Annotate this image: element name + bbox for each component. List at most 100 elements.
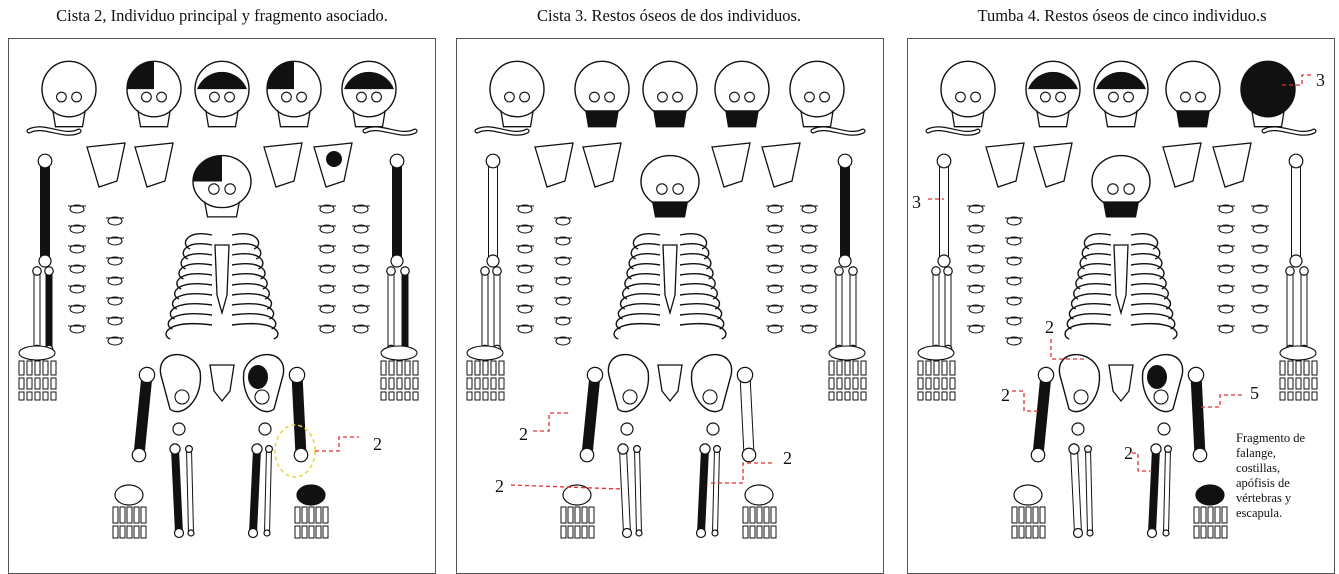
hand	[918, 346, 955, 400]
lumbar-vertebrae	[1251, 205, 1269, 333]
skull-view	[1026, 61, 1080, 126]
thoracic-vertebrae	[554, 217, 572, 345]
femur	[1188, 367, 1206, 461]
fragment-note: Fragmento de falange, costillas, apófisi…	[1236, 431, 1305, 521]
scapula	[1213, 143, 1251, 187]
clavicle	[928, 129, 978, 134]
leader-line	[1132, 453, 1152, 471]
pelvis	[608, 355, 731, 412]
scapula	[1034, 143, 1072, 187]
scapula	[264, 143, 302, 187]
foot	[1194, 485, 1227, 538]
foot	[113, 485, 146, 538]
clavicle	[1264, 129, 1314, 134]
annotation-label: 2	[373, 435, 382, 453]
lumbar-vertebrae	[352, 205, 370, 333]
panel-1-title: Cista 2, Individuo principal y fragmento…	[6, 6, 438, 26]
lumbar-vertebrae	[800, 205, 818, 333]
humerus	[390, 154, 404, 267]
central-skull	[1092, 156, 1150, 217]
humerus	[937, 154, 951, 267]
humerus	[838, 154, 852, 267]
cervical-vertebrae	[68, 205, 86, 333]
fibula	[264, 446, 272, 536]
tibia	[170, 444, 184, 538]
radius	[387, 267, 396, 353]
skull-view	[267, 61, 321, 126]
patella	[1158, 423, 1170, 435]
ulna	[493, 267, 502, 353]
annotation-label: 2	[1001, 386, 1010, 404]
femur	[289, 367, 307, 461]
tibia	[249, 444, 263, 538]
femur	[580, 367, 602, 461]
leader-line	[533, 413, 569, 431]
thoracic-vertebrae	[766, 205, 784, 333]
ulna	[1300, 267, 1309, 353]
fibula	[712, 446, 720, 536]
annotation-label: 3	[1316, 71, 1325, 89]
skull-view	[490, 61, 544, 126]
foot	[295, 485, 328, 538]
humerus	[1289, 154, 1303, 267]
central-skull	[193, 156, 251, 217]
panel-2: 2 2 2	[456, 38, 884, 574]
tibia	[1069, 444, 1083, 538]
humerus	[38, 154, 52, 267]
patella	[707, 423, 719, 435]
pelvis	[1059, 355, 1182, 412]
skull-view	[715, 61, 769, 126]
hand	[467, 346, 504, 400]
skull-view	[1166, 61, 1220, 126]
skull-view	[790, 61, 844, 126]
thoracic-vertebrae	[106, 217, 124, 345]
patella	[621, 423, 633, 435]
scapula	[762, 143, 800, 187]
ribcage	[1065, 234, 1177, 339]
thoracic-vertebrae	[318, 205, 336, 333]
panel-3-title: Tumba 4. Restos óseos de cinco individuo…	[906, 6, 1338, 26]
skull-view	[941, 61, 995, 126]
fibula	[186, 446, 194, 536]
skull-view	[342, 61, 396, 126]
radius	[835, 267, 844, 353]
hand	[19, 346, 56, 400]
patella	[259, 423, 271, 435]
clavicle	[477, 129, 527, 134]
skeleton-diagram	[457, 39, 883, 573]
skull-view	[1094, 61, 1148, 126]
humerus	[486, 154, 500, 267]
leader-line	[711, 463, 775, 483]
clavicle	[365, 129, 415, 134]
panel-2-title: Cista 3. Restos óseos de dos individuos.	[454, 6, 884, 26]
hand	[381, 346, 418, 400]
scapula	[986, 143, 1024, 187]
leader-line	[1200, 395, 1242, 407]
ulna	[45, 267, 54, 353]
scapula	[583, 143, 621, 187]
skeleton-diagram	[9, 39, 435, 573]
foot	[743, 485, 776, 538]
cervical-vertebrae	[967, 205, 985, 333]
foot	[561, 485, 594, 538]
scapula	[535, 143, 573, 187]
skull-view	[42, 61, 96, 126]
annotation-label: 2	[1045, 318, 1054, 336]
tibia	[697, 444, 711, 538]
skull-view	[127, 61, 181, 126]
radius	[932, 267, 941, 353]
radius	[33, 267, 42, 353]
fibula	[1085, 446, 1093, 536]
thoracic-vertebrae	[1217, 205, 1235, 333]
fibula	[1163, 446, 1171, 536]
ribcage	[166, 234, 278, 339]
ulna	[849, 267, 858, 353]
leader-line	[315, 437, 359, 451]
patella	[1072, 423, 1084, 435]
skull-view	[575, 61, 629, 126]
annotation-label: 2	[1124, 444, 1133, 462]
cervical-vertebrae	[516, 205, 534, 333]
ulna	[944, 267, 953, 353]
scapula	[87, 143, 125, 187]
tibia	[1148, 444, 1162, 538]
